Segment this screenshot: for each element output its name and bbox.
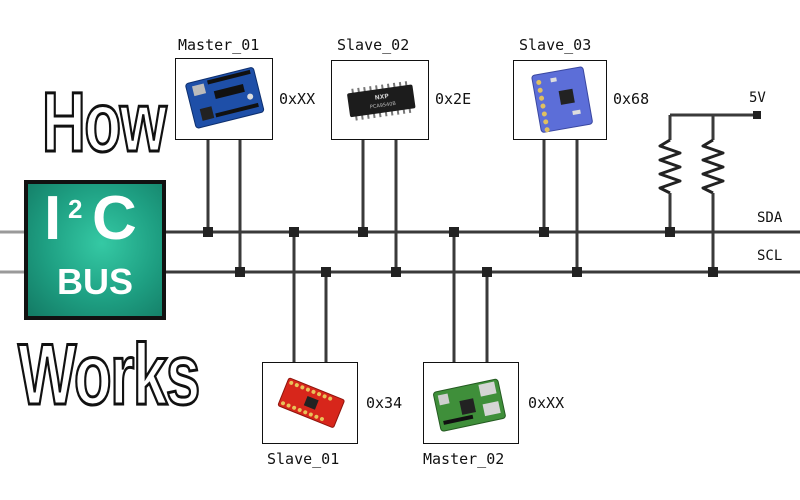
junction-dot: [391, 267, 401, 277]
logo-panel: I 2 C BUS: [28, 184, 162, 316]
raspberry-pi-icon: [433, 378, 506, 432]
slave03-address: 0x68: [613, 90, 650, 108]
junction-dot: [203, 227, 213, 237]
slave02-address: 0x2E: [435, 90, 472, 108]
scl-label: SCL: [757, 248, 783, 264]
junction-dots: [203, 227, 718, 277]
junction-dot: [572, 267, 582, 277]
junction-dot: [665, 227, 675, 237]
vcc-terminal: [753, 111, 761, 119]
slave02-label: Slave_02: [337, 36, 410, 54]
slave01-address: 0x34: [366, 394, 403, 412]
junction-dot: [482, 267, 492, 277]
junction-dot: [539, 227, 549, 237]
ic-chip-icon: NXP PCA9540B: [347, 81, 416, 121]
master01-address: 0xXX: [279, 90, 316, 108]
arduino-board-icon: [185, 67, 265, 129]
master02-address: 0xXX: [528, 394, 565, 412]
junction-dot: [289, 227, 299, 237]
junction-dot: [449, 227, 459, 237]
logo-i: I: [44, 184, 62, 253]
logo-c: C: [92, 184, 137, 253]
sda-label: SDA: [757, 210, 783, 226]
title-works: Works: [17, 327, 202, 423]
slave03-box[interactable]: [513, 60, 607, 140]
junction-dot: [235, 267, 245, 277]
master02-label: Master_02: [423, 450, 505, 468]
i2c-bus-logo: I 2 C BUS: [24, 180, 166, 320]
master01-label: Master_01: [178, 36, 260, 54]
red-breakout-board-icon: [277, 377, 345, 428]
slave01-box[interactable]: [262, 362, 358, 444]
svg-text:NXP: NXP: [374, 93, 389, 102]
slave01-label: Slave_01: [267, 450, 340, 468]
slave03-label: Slave_03: [519, 36, 592, 54]
pullup-resistor-sda-icon: [658, 138, 682, 195]
master02-box[interactable]: [423, 362, 519, 444]
vcc-label: 5V: [749, 90, 766, 106]
slave02-box[interactable]: NXP PCA9540B: [331, 60, 429, 140]
mpu-sensor-board-icon: [531, 66, 593, 133]
junction-dot: [708, 267, 718, 277]
master01-box[interactable]: [175, 58, 273, 140]
pullup-resistor-scl-icon: [701, 138, 725, 195]
logo-superscript: 2: [68, 194, 83, 224]
svg-text:PCA9540B: PCA9540B: [370, 101, 397, 111]
junction-dot: [358, 227, 368, 237]
logo-bus-text: BUS: [56, 261, 133, 302]
title-how: How: [41, 75, 168, 169]
junction-dot: [321, 267, 331, 277]
